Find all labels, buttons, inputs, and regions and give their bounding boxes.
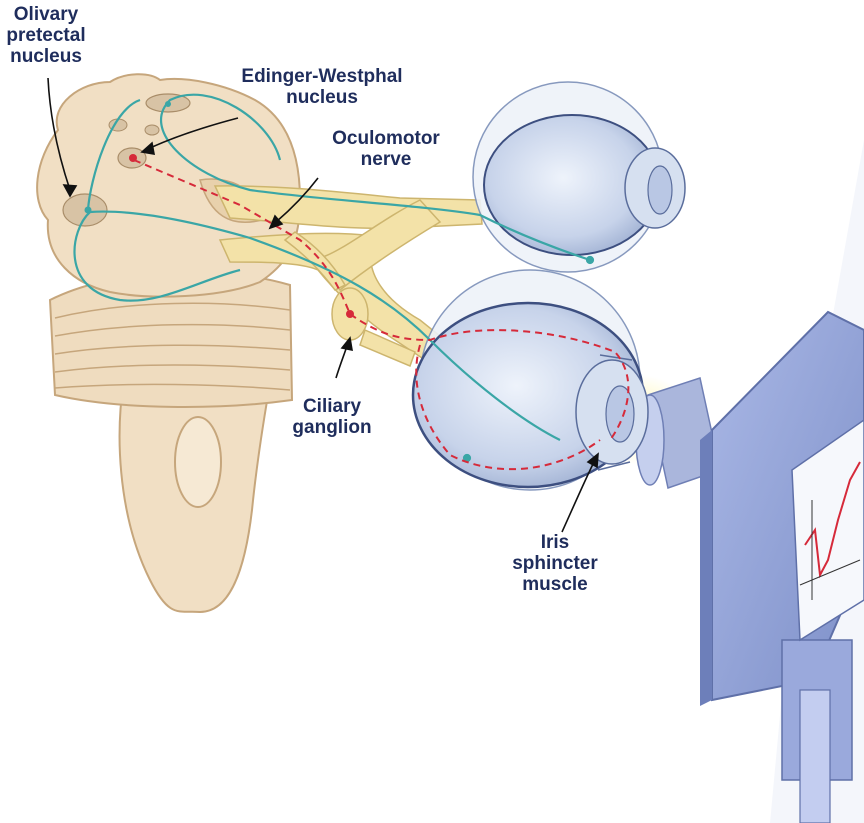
label-oculomotor-nerve: Oculomotor nerve <box>322 128 450 170</box>
label-iris-sphincter-muscle: Iris sphincter muscle <box>500 532 610 595</box>
label-line: nucleus <box>0 46 92 67</box>
label-line: ganglion <box>282 417 382 438</box>
pyramid <box>175 417 221 507</box>
label-line: muscle <box>500 574 610 595</box>
label-line: Iris <box>500 532 610 553</box>
label-edinger-westphal-nucleus: Edinger-Westphal nucleus <box>232 66 412 108</box>
lower-eye <box>413 270 648 490</box>
brainstem <box>37 74 300 612</box>
label-line: Olivary <box>0 4 92 25</box>
label-line: nerve <box>322 149 450 170</box>
label-line: sphincter <box>500 553 610 574</box>
label-line: Ciliary <box>282 396 382 417</box>
label-line: Edinger-Westphal <box>232 66 412 87</box>
label-line: nucleus <box>232 87 412 108</box>
label-ciliary-ganglion: Ciliary ganglion <box>282 396 382 438</box>
label-olivary-pretectal-nucleus: Olivary pretectal nucleus <box>0 4 92 67</box>
upper-eye <box>473 82 685 272</box>
label-line: Oculomotor <box>322 128 450 149</box>
label-line: pretectal <box>0 25 92 46</box>
pupillometer-device <box>636 312 864 823</box>
